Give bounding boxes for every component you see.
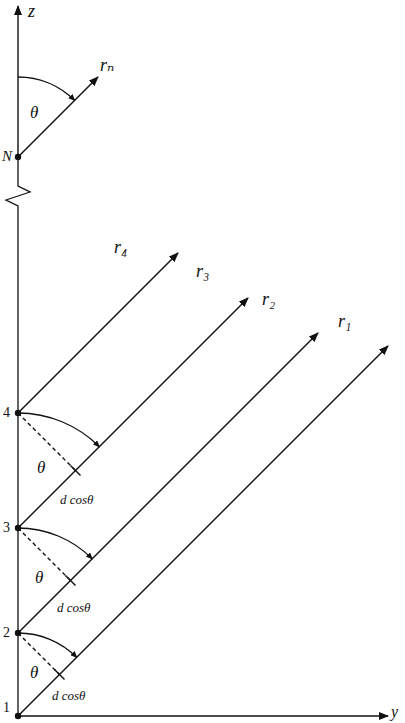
angle-label: θ <box>37 459 45 478</box>
ray-n <box>18 77 98 157</box>
element-dot <box>15 713 21 719</box>
path-difference-label: d cosθ <box>51 689 86 703</box>
foot-tick <box>55 670 65 680</box>
axis-or-element-label: rₙ <box>100 56 114 76</box>
axis-or-element-label: N <box>2 148 12 165</box>
path-difference-label: d cosθ <box>56 601 91 615</box>
angle-label: θ <box>30 664 38 683</box>
angle-arc <box>18 528 92 559</box>
angle-arc <box>18 633 77 657</box>
axis-or-element-label: y <box>391 703 398 721</box>
axis-or-element-label: 4 <box>3 405 10 420</box>
axis-or-element-label: 3 <box>3 520 10 535</box>
path-difference-label: d cosθ <box>59 493 94 507</box>
angle-arc <box>18 413 99 447</box>
axis-or-element-label: 1 <box>3 700 10 715</box>
axis-or-element-label: r₄ <box>114 238 127 258</box>
axis-or-element-label: 2 <box>3 625 10 640</box>
angle-label: θ <box>30 104 38 123</box>
y-axis <box>18 715 388 716</box>
axis-or-element-label: r₂ <box>262 290 275 310</box>
perpendicular-dash <box>18 633 60 675</box>
axis-or-element-label: r₁ <box>338 312 351 332</box>
z-axis <box>17 6 18 157</box>
axis-or-element-label: r₃ <box>196 262 209 282</box>
perpendicular-dash <box>18 528 71 581</box>
ray <box>18 346 388 716</box>
foot-tick <box>66 576 76 586</box>
ray <box>18 333 318 633</box>
angle-arc <box>18 77 75 100</box>
axis-or-element-label: z <box>28 2 35 22</box>
angle-label: θ <box>35 569 43 588</box>
ray <box>18 298 248 528</box>
ray <box>18 253 178 413</box>
foot-tick <box>71 466 81 476</box>
perpendicular-dash <box>18 413 76 471</box>
